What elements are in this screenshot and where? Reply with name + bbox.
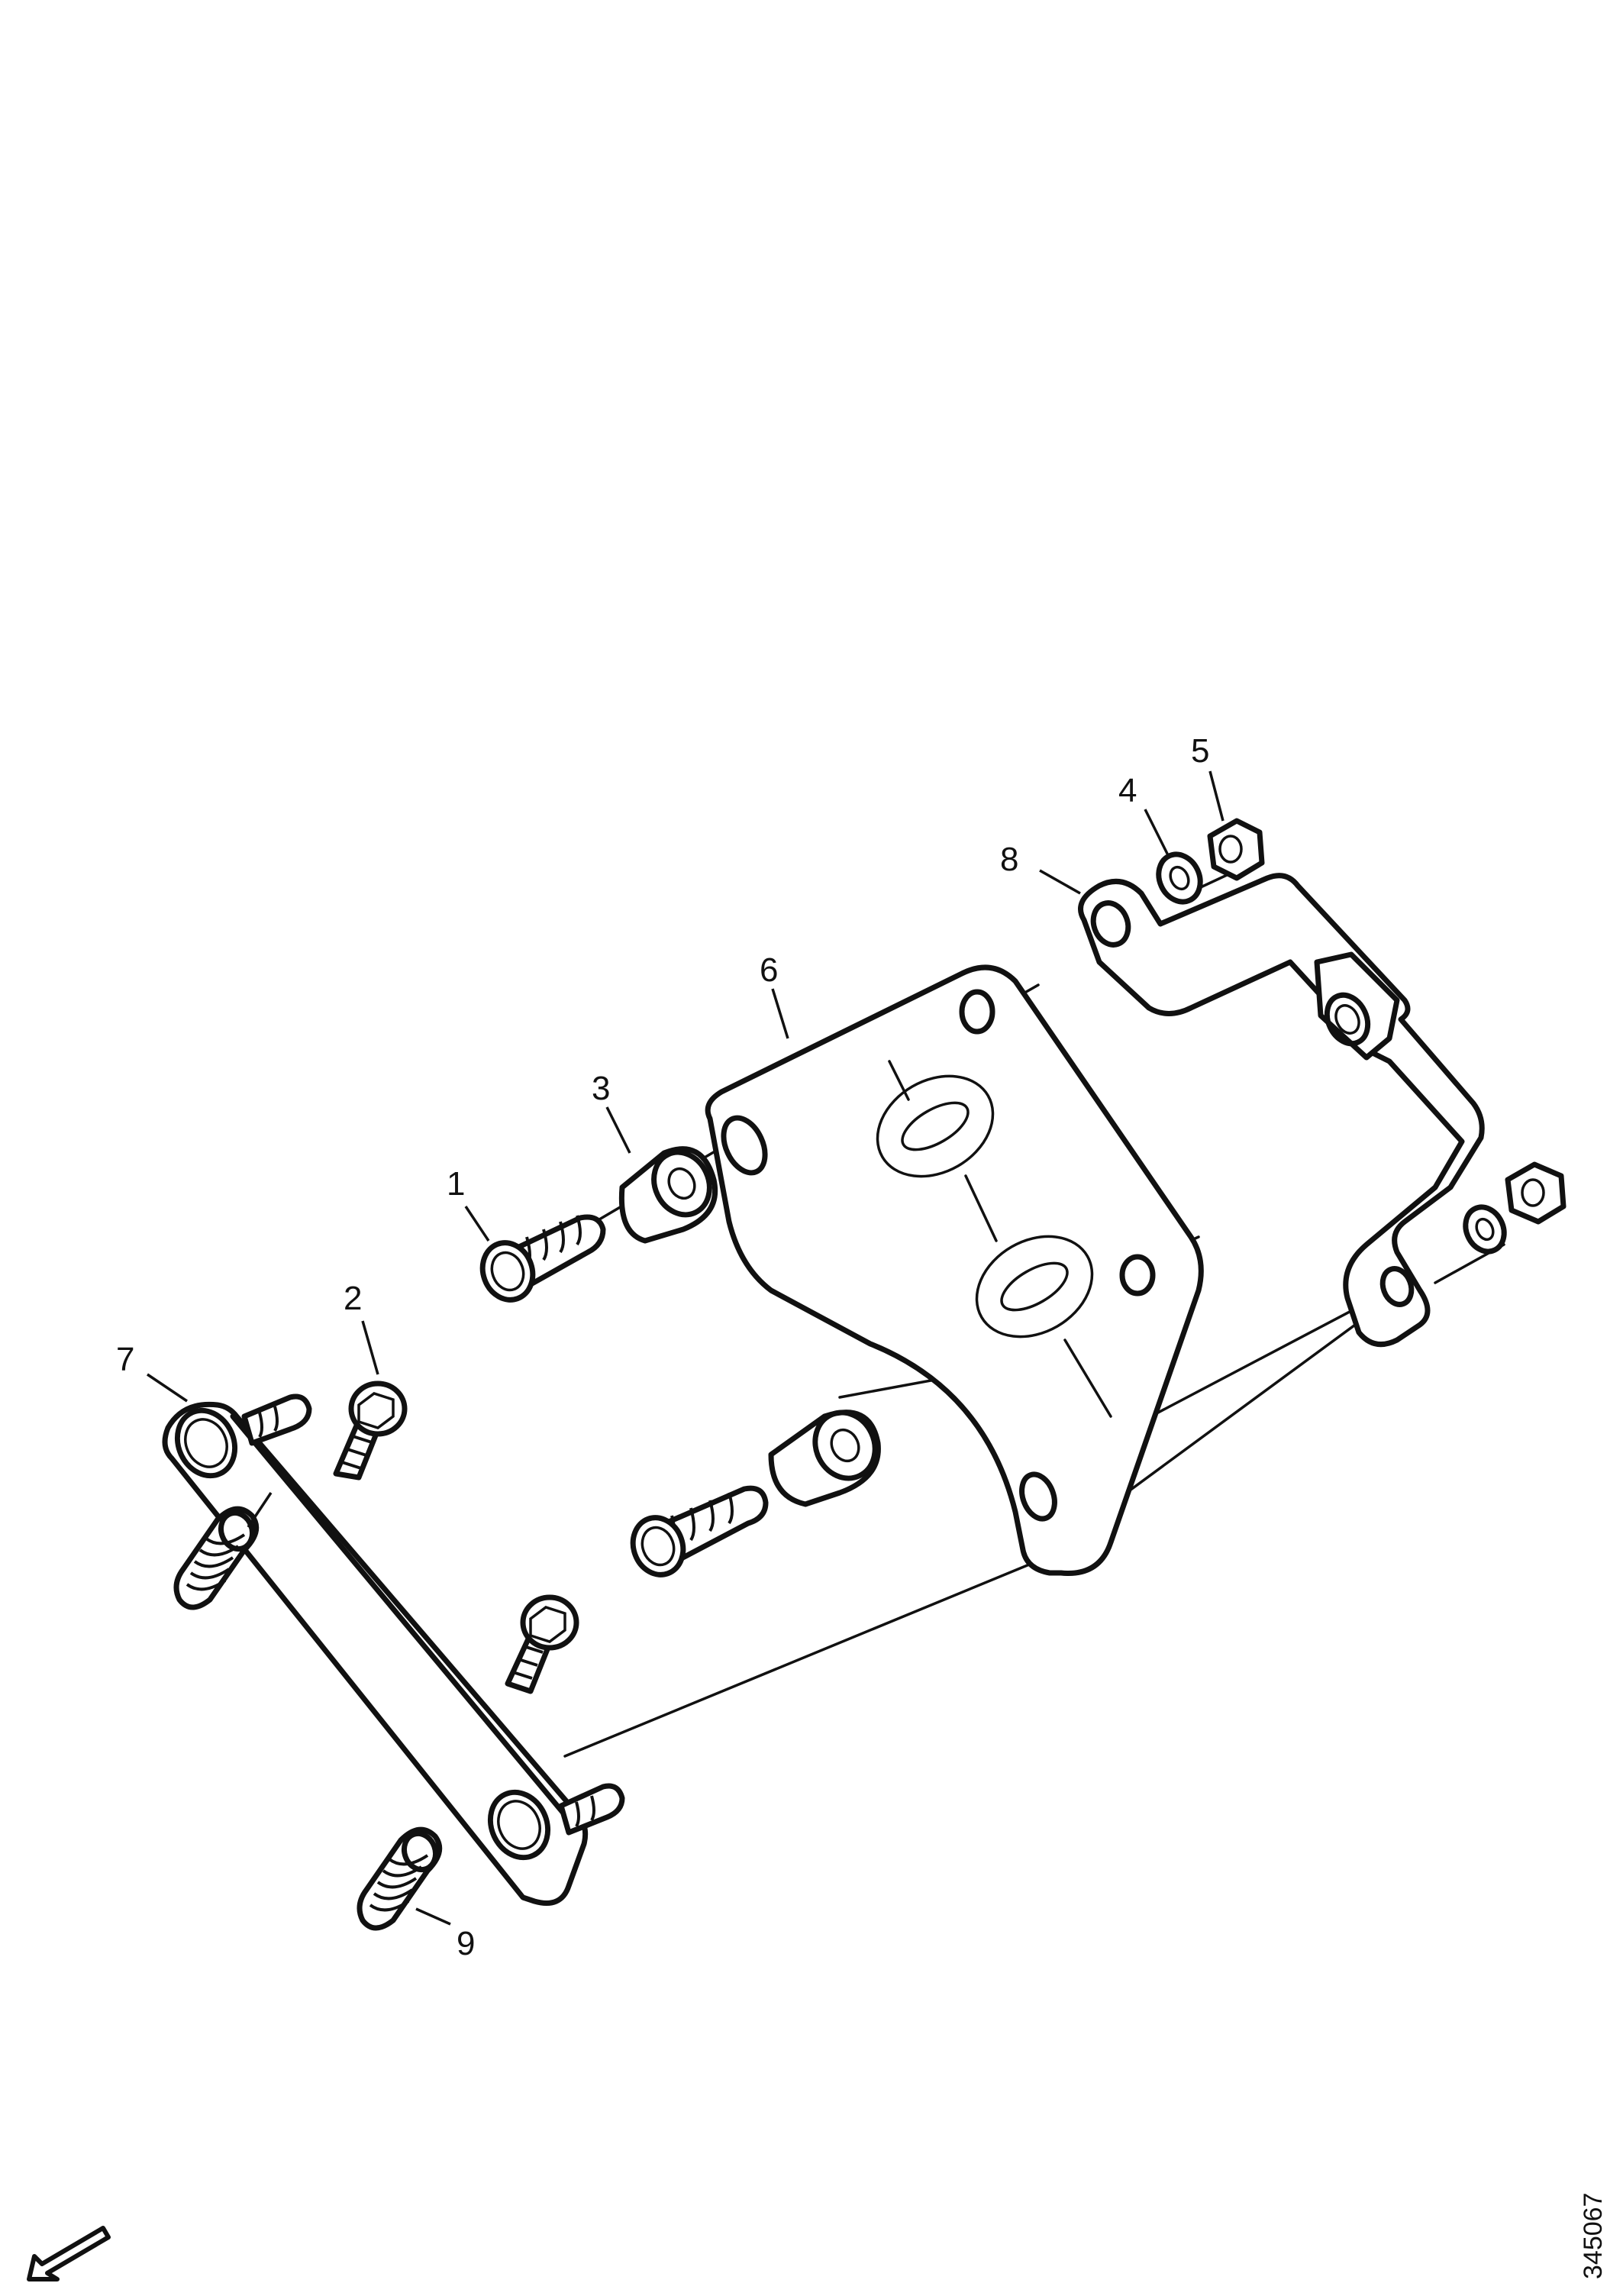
part-2-flange-bolt-lower	[505, 1594, 579, 1694]
callout-1: 1	[447, 1165, 465, 1203]
arrow-down-left-icon	[27, 2226, 111, 2281]
callout-7: 7	[116, 1341, 134, 1378]
callout-3: 3	[592, 1070, 610, 1107]
part-1-bolt-upper	[479, 1214, 606, 1303]
callout-6: 6	[760, 951, 778, 989]
callout-8: 8	[1000, 841, 1018, 878]
callout-9: 9	[457, 1925, 475, 1962]
part-9-isolator-upper	[173, 1506, 260, 1610]
part-2-flange-bolt-upper	[333, 1381, 408, 1481]
part-4-washer-upper	[1156, 851, 1203, 905]
reference-number: 345067	[1579, 2193, 1608, 2279]
part-5-hex-nut-lower	[1505, 1161, 1567, 1225]
part-4-washer-lower	[1463, 1204, 1507, 1255]
callout-2: 2	[344, 1280, 362, 1317]
leader-lines	[147, 770, 1225, 1926]
callout-5: 5	[1191, 732, 1209, 770]
callout-4: 4	[1118, 772, 1137, 809]
part-1-bolt-lower	[630, 1485, 769, 1577]
part-3-spacer-upper	[618, 1146, 718, 1244]
part-5-hex-nut-upper	[1207, 818, 1265, 881]
callouts: 1 2 3 4 5 6 7 8 9	[116, 732, 1209, 1962]
part-8-stepped-bracket	[1078, 873, 1485, 1348]
part-7-mounting-bar	[162, 1393, 625, 1906]
part-3-spacer-lower	[768, 1410, 881, 1507]
part-9-isolator-lower	[357, 1826, 443, 1931]
part-6-bracket-plate	[705, 964, 1204, 1576]
svg-text:345067: 345067	[1579, 2193, 1608, 2279]
